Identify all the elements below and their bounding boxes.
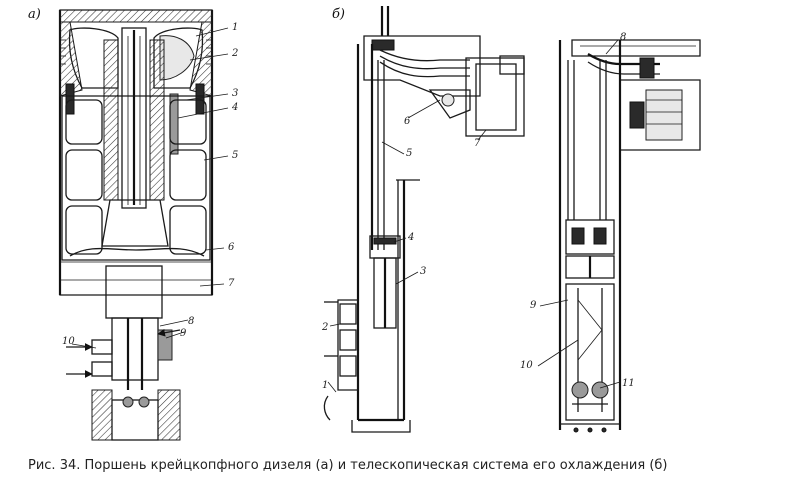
svg-text:10: 10 [62, 336, 75, 347]
panel-b-callouts: 1 2 3 4 5 6 7 [321, 116, 481, 391]
svg-text:3: 3 [420, 266, 426, 277]
panel-b-telescopic: б) [321, 6, 525, 433]
svg-text:6: 6 [404, 116, 411, 127]
svg-text:10: 10 [520, 360, 533, 371]
piston-cooling-drawing: а) [28, 6, 701, 441]
svg-text:7: 7 [474, 138, 481, 149]
svg-text:3: 3 [232, 88, 238, 99]
svg-text:6: 6 [228, 242, 235, 253]
panel-c-callouts: 8 9 10 11 [520, 32, 635, 389]
piston-rings [60, 39, 212, 65]
svg-text:5: 5 [232, 150, 238, 161]
svg-text:7: 7 [228, 278, 235, 289]
svg-text:2: 2 [321, 322, 328, 333]
svg-text:8: 8 [188, 316, 194, 327]
figure-caption: Рис. 34. Поршень крейцкопфного дизеля (а… [28, 458, 668, 473]
panel-c-leaders [537, 39, 621, 389]
svg-text:1: 1 [322, 380, 328, 391]
panel-a-piston: а) [28, 7, 238, 441]
svg-text:4: 4 [231, 102, 238, 113]
panel-b-leaders [327, 99, 487, 393]
svg-text:11: 11 [622, 378, 635, 389]
svg-text:1: 1 [232, 22, 238, 33]
panel-a-callouts: 1 2 3 4 5 6 7 8 9 10 [62, 22, 238, 347]
svg-text:8: 8 [620, 32, 626, 43]
svg-text:9: 9 [180, 328, 187, 339]
svg-text:4: 4 [407, 232, 414, 243]
svg-text:2: 2 [231, 48, 238, 59]
panel-b-label: б) [332, 7, 345, 22]
panel-a-leaders [71, 27, 229, 349]
panel-c-telescopic-view: 8 9 10 11 [520, 32, 701, 433]
skirt-cells [65, 99, 207, 255]
svg-text:5: 5 [406, 148, 412, 159]
panel-a-label: а) [28, 7, 41, 22]
svg-text:9: 9 [530, 300, 537, 311]
